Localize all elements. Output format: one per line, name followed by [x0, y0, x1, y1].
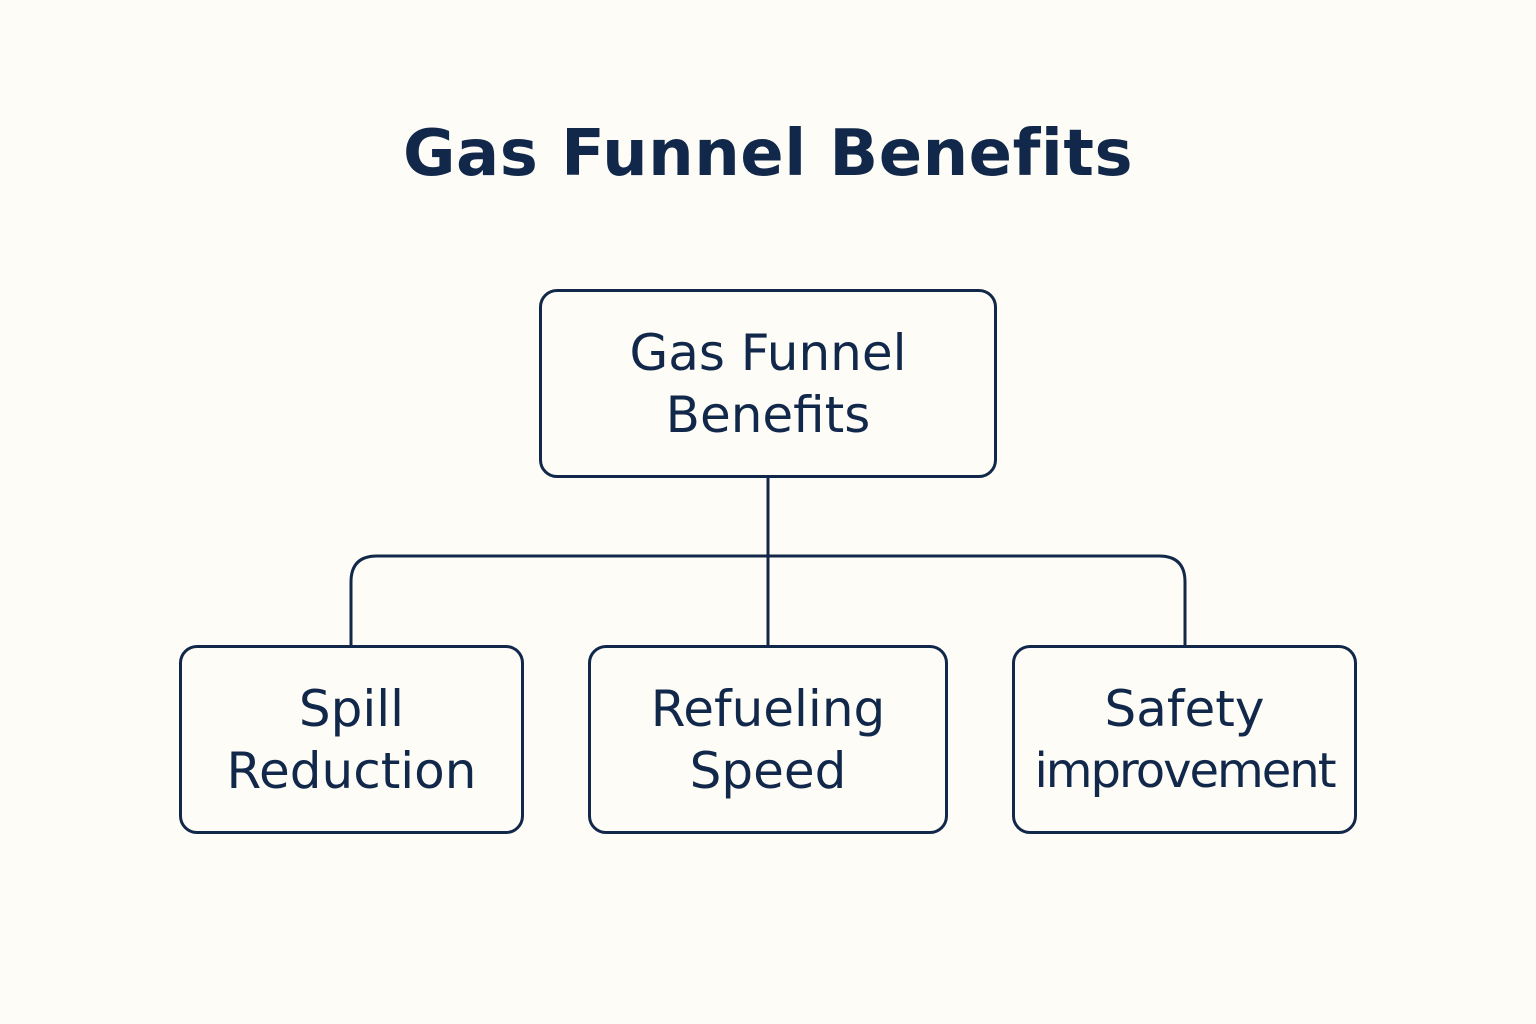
child-node-line-1: Safety — [1104, 679, 1265, 738]
diagram-title: Gas Funnel Benefits — [402, 117, 1134, 191]
child-node-safety-improvement: Safety improvement — [1012, 645, 1357, 834]
root-node: Gas Funnel Benefits — [539, 289, 997, 478]
root-node-line-2: Benefits — [665, 385, 871, 444]
child-node-refueling-speed: Refueling Speed — [588, 645, 948, 834]
child-node-line-1: Refueling — [650, 679, 886, 738]
branch-line-left — [349, 554, 770, 647]
child-node-line-2: improvement — [1034, 742, 1336, 799]
child-node-line-2: Reduction — [226, 741, 477, 800]
child-node-spill-reduction: Spill Reduction — [179, 645, 524, 834]
child-node-line-1: Spill — [298, 679, 405, 738]
branch-line-right — [766, 554, 1187, 647]
root-node-line-1: Gas Funnel — [629, 323, 907, 382]
child-node-line-2: Speed — [689, 741, 847, 800]
